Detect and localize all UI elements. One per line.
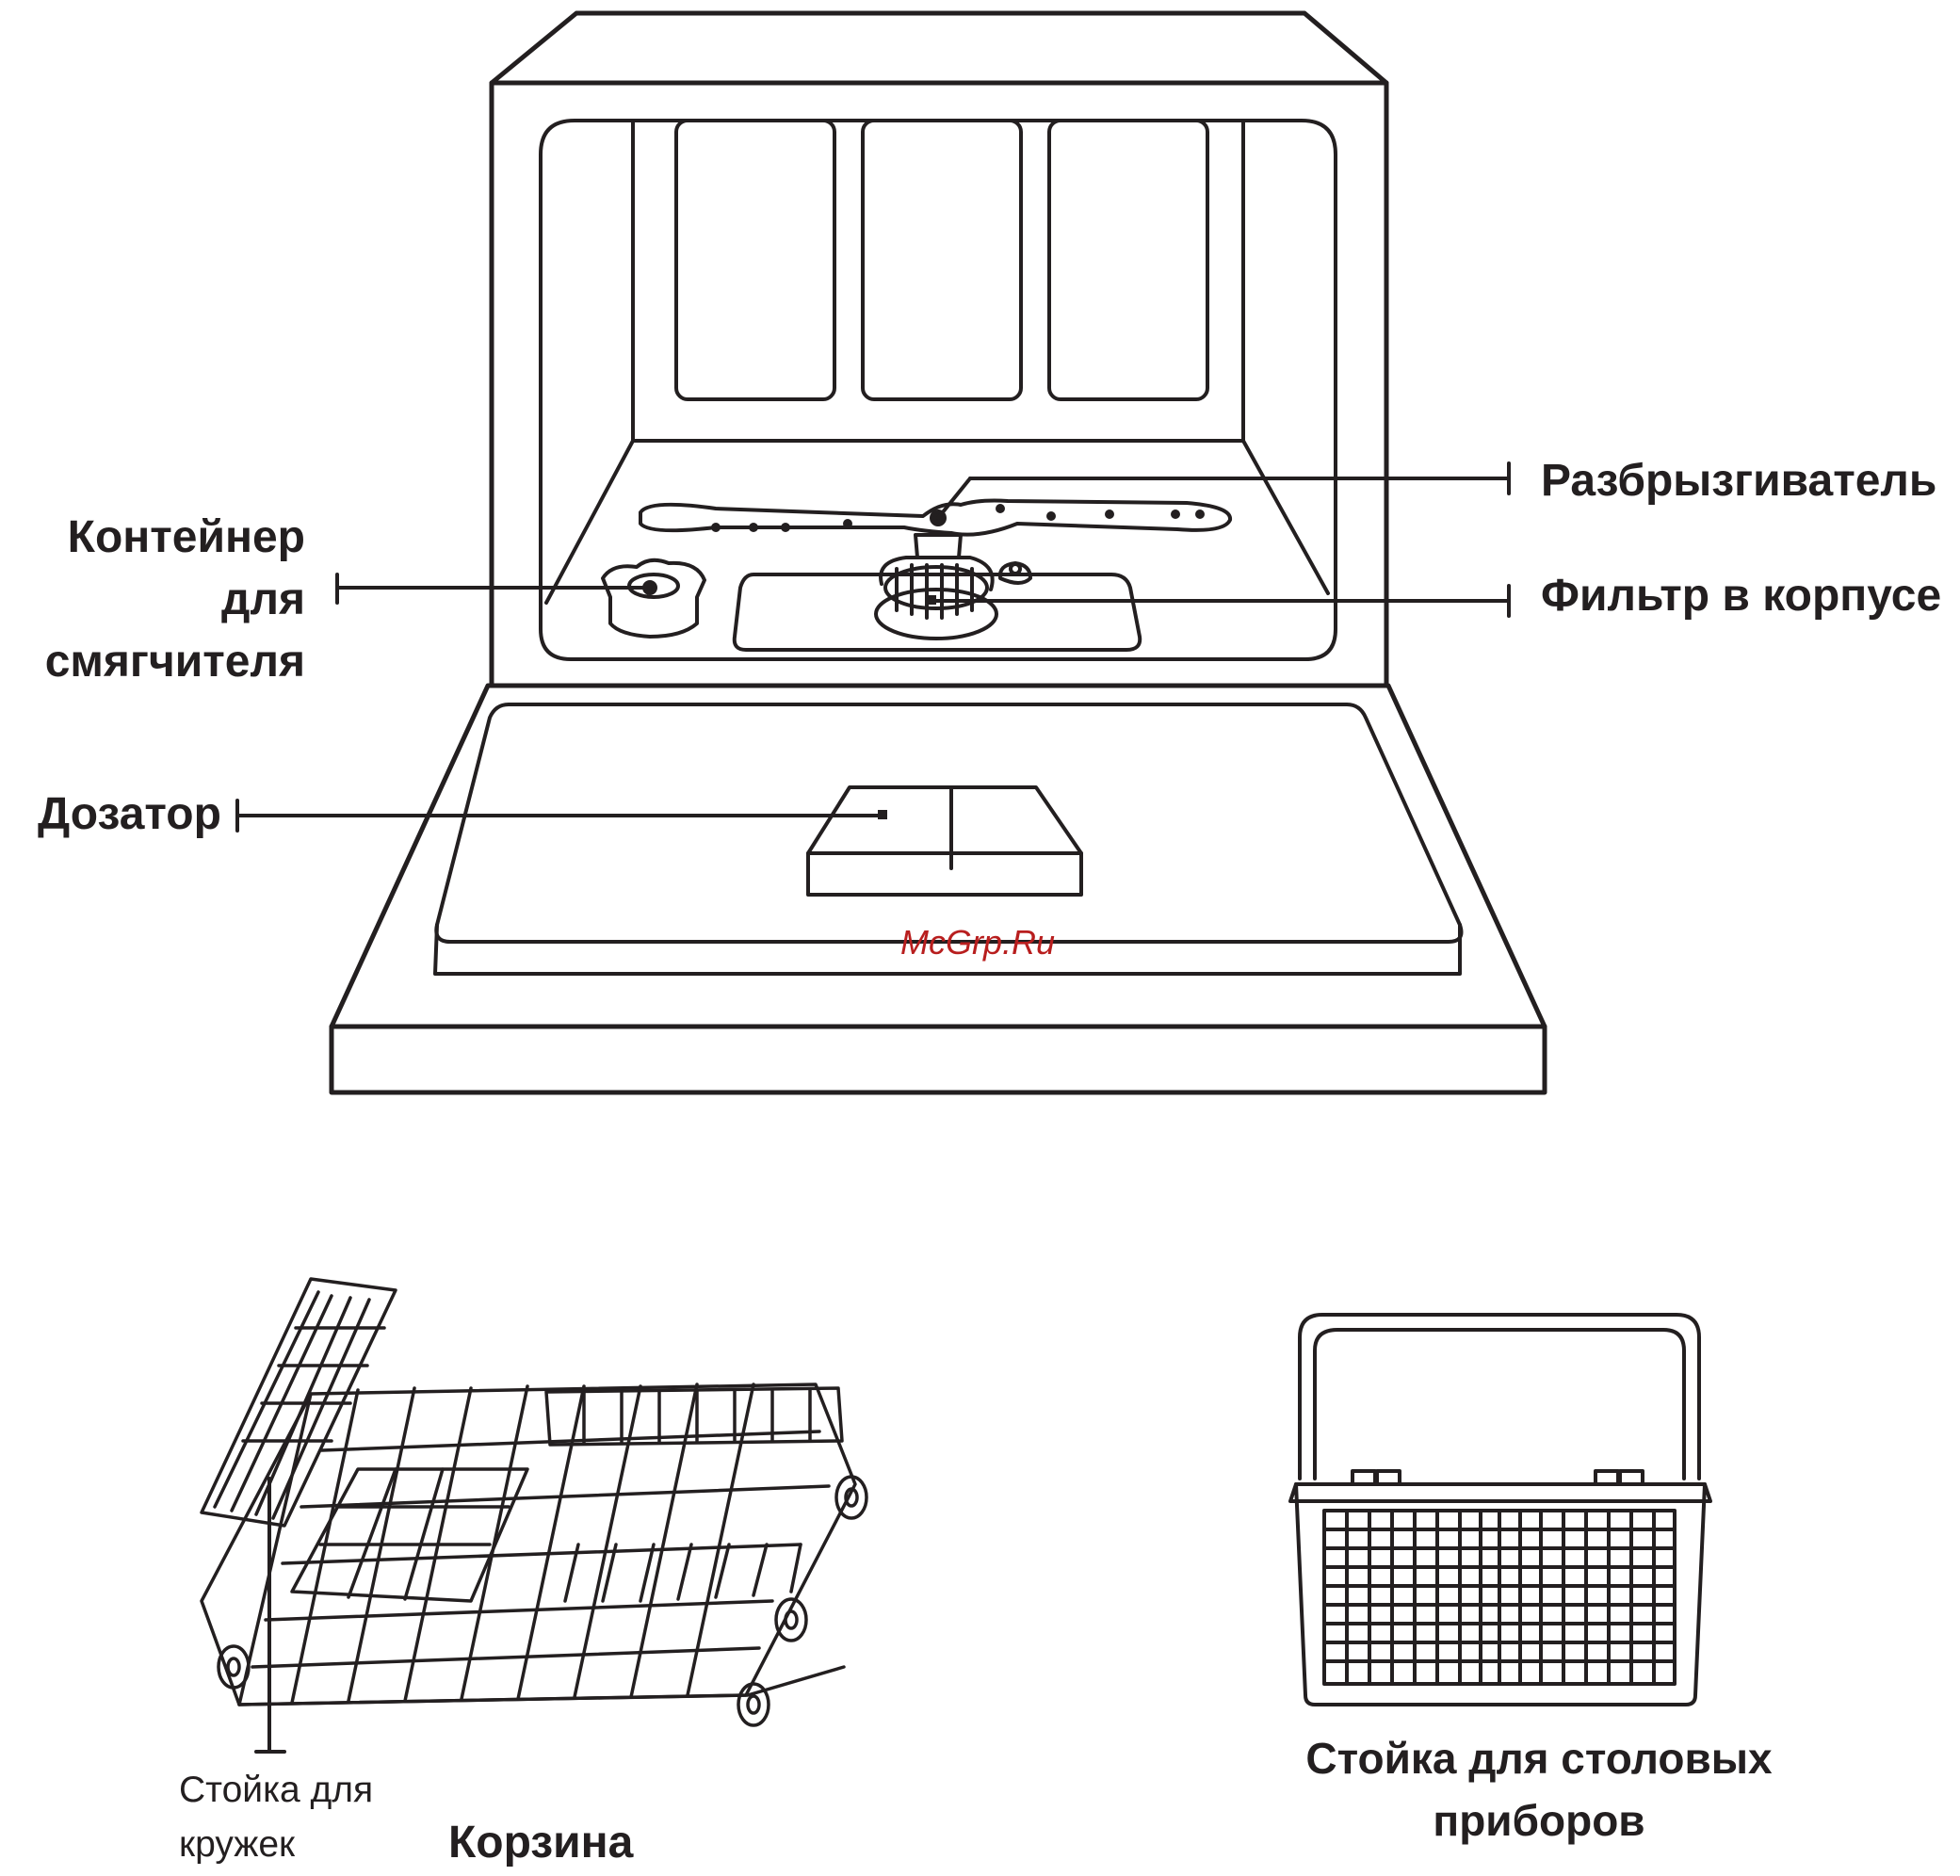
softener-label-line2: для (221, 574, 305, 624)
cutlery-rack-label-line2: приборов (1433, 1796, 1645, 1845)
dishwasher-cabinet (489, 10, 1389, 688)
basket-label: Корзина (448, 1818, 634, 1868)
filter-label: Фильтр в корпусе (1541, 571, 1942, 621)
softener-label-line1: Контейнер (67, 512, 305, 562)
softener-label: Контейнер для смягчителя (0, 507, 305, 693)
cutlery-rack-label-line1: Стойка для столовых (1305, 1734, 1773, 1783)
dishwasher-door (329, 683, 1547, 1095)
dispenser-label: Дозатор (38, 789, 221, 839)
sprayer-label: Разбрызгиватель (1541, 456, 1937, 506)
cup-rack-label: Стойка для кружек (179, 1763, 373, 1872)
basket-illustration (200, 1277, 868, 1727)
cutlery-rack-label: Стойка для столовых приборов (1258, 1727, 1820, 1852)
leader-lines (235, 461, 1511, 1754)
softener-cap (601, 558, 706, 639)
watermark: McGrp.Ru (900, 923, 1056, 962)
cup-rack-label-line1: Стойка для (179, 1770, 374, 1810)
spray-arm (639, 498, 1232, 559)
filter-assembly (874, 556, 1032, 640)
cutlery-rack-illustration (1288, 1313, 1712, 1706)
cup-rack-label-line2: кружек (179, 1824, 296, 1865)
softener-label-line3: смягчителя (44, 637, 305, 687)
